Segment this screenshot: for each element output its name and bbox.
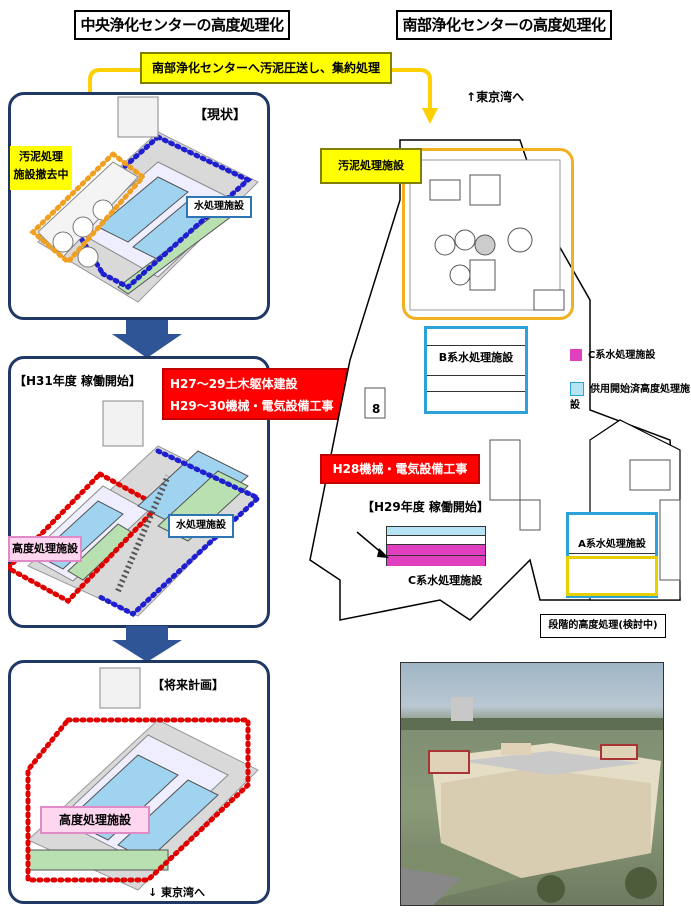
aerial-photo — [400, 662, 664, 906]
panel2-work-schedule: H27～29土木躯体建設 H29～30機械・電気設備工事 — [162, 368, 348, 420]
map-small-label: 8 — [372, 402, 381, 416]
a-system-label: A系水処理施設 — [578, 539, 646, 550]
sludge-transfer-label: 南部浄化センターへ汚泥圧送し、集約処理 — [140, 52, 392, 84]
legend-existing-swatch — [570, 382, 584, 396]
panel3-bay-arrow: ↓ 東京湾へ — [148, 886, 206, 899]
sludge-removal-label: 汚泥処理 施設撤去中 — [10, 146, 72, 190]
photo-scene — [401, 697, 663, 905]
a-system-block: A系水処理施設 — [566, 512, 658, 598]
left-header: 中央浄化センターの高度処理化 — [74, 10, 290, 40]
panel3-illustration — [25, 667, 259, 891]
staged-area — [566, 556, 658, 596]
down-arrow-2 — [112, 626, 182, 662]
c-system-label: C系水処理施設 — [408, 574, 483, 587]
legend-c-label: C系水処理施設 — [588, 350, 656, 361]
b-system-block: B系水処理施設 — [424, 326, 528, 414]
panel2-advanced-label: 高度処理施設 — [8, 536, 82, 562]
legend-c: C系水処理施設 — [570, 346, 655, 361]
map-to-bay: ↑東京湾へ — [466, 90, 525, 104]
panel2-water-label: 水処理施設 — [168, 514, 234, 538]
c-status: 【H29年度 稼働開始】 — [362, 500, 489, 514]
panel1-illustration — [29, 96, 259, 303]
work-line-2: H29～30機械・電気設備工事 — [170, 399, 334, 413]
c-system-block — [386, 526, 486, 566]
right-header: 南部浄化センターの高度処理化 — [396, 10, 612, 40]
c-pointer-arrow — [356, 531, 389, 558]
sludge-facility-area — [402, 148, 574, 320]
legend-existing-label: 供用開始済高度処理施設 — [570, 384, 690, 411]
b-system-label: B系水処理施設 — [438, 351, 514, 364]
work-line-1: H27～29土木躯体建設 — [170, 377, 298, 391]
legend-c-swatch — [570, 349, 582, 361]
c-work-box: H28機械・電気設備工事 — [320, 454, 480, 484]
panel1-water-label: 水処理施設 — [186, 196, 252, 218]
sludge-facility-label: 汚泥処理施設 — [320, 148, 422, 184]
panel3-status: 【将来計画】 — [152, 678, 225, 692]
legend-existing: 供用開始済高度処理施設 — [570, 380, 691, 411]
panel3-advanced-label: 高度処理施設 — [40, 806, 150, 834]
down-arrow-1 — [112, 320, 182, 358]
map-to-bay-label: 東京湾へ — [476, 90, 525, 104]
panel1-status: 【現状】 — [194, 108, 247, 123]
staged-label: 段階的高度処理(検討中) — [540, 614, 666, 638]
panel3-bay-label: 東京湾へ — [161, 886, 206, 899]
panel2-status: 【H31年度 稼働開始】 — [14, 374, 141, 388]
